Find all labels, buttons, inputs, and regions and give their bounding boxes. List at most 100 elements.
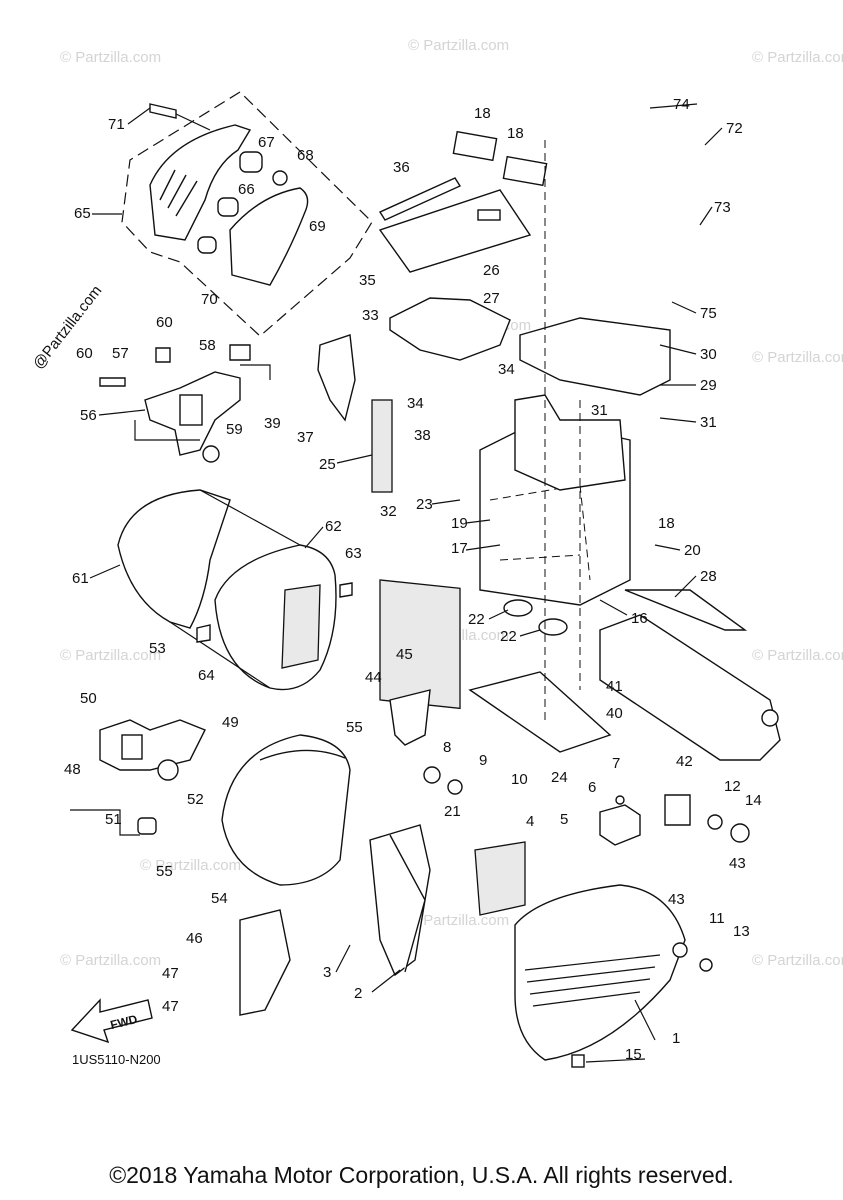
- callout-11: 11: [709, 910, 725, 927]
- callout-4: 4: [526, 813, 534, 830]
- callout-54: 54: [211, 890, 228, 907]
- callout-45: 45: [396, 646, 413, 663]
- callout-47a: 47: [162, 965, 179, 982]
- callout-18c: 18: [658, 515, 675, 532]
- callout-3: 3: [323, 964, 331, 981]
- diagram-code: 1US5110-N200: [72, 1052, 161, 1067]
- fwd-arrow: FWD: [70, 998, 153, 1044]
- callout-58: 58: [199, 337, 216, 354]
- callout-37: 37: [297, 429, 314, 446]
- callout-52: 52: [187, 791, 204, 808]
- callout-43b: 43: [668, 891, 685, 908]
- callout-67: 67: [258, 134, 275, 151]
- callout-6: 6: [588, 779, 596, 796]
- callout-32: 32: [380, 503, 397, 520]
- callout-12: 12: [724, 778, 741, 795]
- callout-66: 66: [238, 181, 255, 198]
- callout-42: 42: [676, 753, 693, 770]
- callout-41: 41: [606, 678, 623, 695]
- callout-33: 33: [362, 307, 379, 324]
- leader-lines: [89, 103, 723, 1063]
- callout-53: 53: [149, 640, 166, 657]
- seat-cowling-group: [121, 91, 373, 337]
- fwd-label: FWD: [109, 1012, 139, 1032]
- callout-31a: 31: [591, 402, 608, 419]
- callout-19: 19: [451, 515, 468, 532]
- callout-31b: 31: [700, 414, 717, 431]
- bracket-assembly: [99, 344, 271, 463]
- callout-61: 61: [72, 570, 89, 587]
- callout-18b: 18: [507, 125, 524, 142]
- callout-26: 26: [483, 262, 500, 279]
- right-small-parts: [423, 766, 750, 1068]
- callout-68: 68: [297, 147, 314, 164]
- callout-69: 69: [309, 218, 326, 235]
- callout-21: 21: [444, 803, 461, 820]
- watermark: © Partzilla.com: [408, 912, 509, 929]
- callout-30: 30: [700, 346, 717, 363]
- callout-35: 35: [359, 272, 376, 289]
- callout-1: 1: [672, 1030, 680, 1047]
- watermark: © Partzilla.com: [408, 37, 509, 54]
- callout-22a: 22: [468, 611, 485, 628]
- callout-73: 73: [714, 199, 731, 216]
- watermark: © Partzilla.com: [60, 952, 161, 969]
- frame-section: [599, 614, 781, 761]
- callout-40: 40: [606, 705, 623, 722]
- callout-17: 17: [451, 540, 468, 557]
- lower-center-parts: [239, 689, 526, 1016]
- watermark: © Partzilla.com: [60, 647, 161, 664]
- callout-10: 10: [511, 771, 528, 788]
- callout-29: 29: [700, 377, 717, 394]
- battery-box-region: [317, 130, 748, 753]
- callout-43a: 43: [729, 855, 746, 872]
- callout-63: 63: [345, 545, 362, 562]
- watermark: © Partzilla.com: [752, 349, 843, 366]
- side-covers: [117, 489, 353, 691]
- callout-65: 65: [74, 205, 91, 222]
- callout-28: 28: [700, 568, 717, 585]
- callout-55b: 55: [156, 863, 173, 880]
- callout-49: 49: [222, 714, 239, 731]
- callout-60b: 60: [76, 345, 93, 362]
- callout-50: 50: [80, 690, 97, 707]
- callout-55a: 55: [346, 719, 363, 736]
- callout-48: 48: [64, 761, 81, 778]
- watermark-rotated: @Partzilla.com: [30, 282, 106, 372]
- callout-7: 7: [612, 755, 620, 772]
- callout-labels: 1 2 3 4 5 6 7 8 9 10 11 12 13 14 15 16 1…: [64, 96, 762, 1063]
- side-cover-right: [514, 884, 688, 1061]
- callout-8: 8: [443, 739, 451, 756]
- callout-59: 59: [226, 421, 243, 438]
- callout-27: 27: [483, 290, 500, 307]
- callout-22b: 22: [500, 628, 517, 645]
- callout-64: 64: [198, 667, 215, 684]
- callout-47b: 47: [162, 998, 179, 1015]
- lower-left-bracket: [70, 719, 206, 836]
- callout-36: 36: [393, 159, 410, 176]
- callout-57: 57: [112, 345, 129, 362]
- callout-9: 9: [479, 752, 487, 769]
- callout-25: 25: [319, 456, 336, 473]
- callout-15: 15: [625, 1046, 642, 1063]
- callout-34a: 34: [407, 395, 424, 412]
- callout-18a: 18: [474, 105, 491, 122]
- callout-72: 72: [726, 120, 743, 137]
- callout-2: 2: [354, 985, 362, 1002]
- copyright-notice: ©2018 Yamaha Motor Corporation, U.S.A. A…: [109, 1162, 734, 1188]
- callout-74: 74: [673, 96, 690, 113]
- callout-38: 38: [414, 427, 431, 444]
- callout-62: 62: [325, 518, 342, 535]
- watermark: © Partzilla.com: [140, 857, 241, 874]
- callout-60a: 60: [156, 314, 173, 331]
- callout-14: 14: [745, 792, 762, 809]
- callout-23: 23: [416, 496, 433, 513]
- callout-70: 70: [201, 291, 218, 308]
- callout-56: 56: [80, 407, 97, 424]
- watermark: © Partzilla.com: [60, 49, 161, 66]
- callout-24: 24: [551, 769, 568, 786]
- callout-34b: 34: [498, 361, 515, 378]
- callout-46: 46: [186, 930, 203, 947]
- callout-44: 44: [365, 669, 382, 686]
